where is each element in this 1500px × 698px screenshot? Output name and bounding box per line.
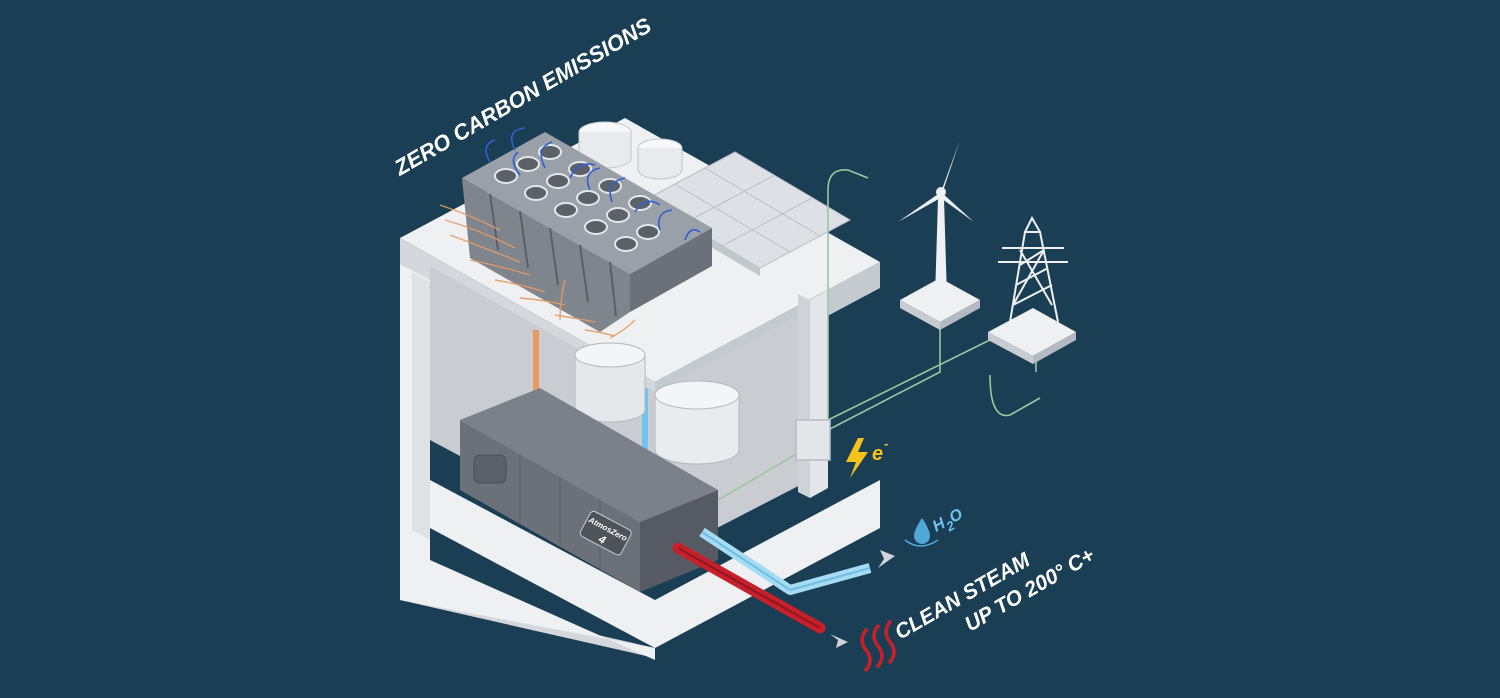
lightning-bolt-icon	[846, 438, 868, 478]
water-label: H 2 O	[930, 505, 966, 535]
floor-slab	[430, 480, 880, 648]
water-in-arrow	[878, 550, 895, 568]
fan-icon	[538, 144, 562, 160]
fan-icon	[554, 202, 578, 218]
fan-icon	[576, 190, 600, 206]
fan-icon	[584, 219, 608, 235]
fan-icon	[494, 168, 518, 184]
warm-air-flow	[439, 204, 636, 339]
fan-icon	[606, 207, 630, 223]
power-wiring	[717, 169, 1041, 501]
steam-out-arrow	[830, 634, 848, 648]
fan-icon	[628, 195, 652, 211]
electric-label: e	[872, 443, 883, 465]
roof-pipes	[533, 330, 648, 488]
fan-icon	[568, 161, 592, 177]
brand-badge: AtmosZero 4	[579, 510, 632, 556]
fan-icon	[524, 185, 548, 201]
brand-model: 4	[596, 533, 608, 547]
power-pylon-icon	[988, 215, 1076, 364]
fan-icon	[546, 173, 570, 189]
heat-wave-icon	[860, 620, 896, 672]
roof-tanks	[578, 121, 683, 180]
electric-superscript: -	[884, 436, 888, 451]
output-pipes	[672, 527, 895, 648]
atmoszero-unit: AtmosZero 4	[460, 388, 718, 592]
left-wall-inner	[412, 272, 430, 540]
steam-vessels	[574, 342, 740, 465]
fan-icon	[516, 156, 540, 172]
support-column	[810, 290, 828, 498]
cool-air-exhaust	[485, 127, 701, 241]
unit-vent	[473, 454, 507, 484]
fan-icon	[636, 224, 660, 240]
wind-turbine-icon	[898, 140, 980, 330]
water-drop-icon	[904, 518, 939, 547]
fan-icon	[614, 236, 638, 252]
support-column-side	[798, 294, 810, 498]
air-heat-exchanger	[462, 132, 712, 332]
